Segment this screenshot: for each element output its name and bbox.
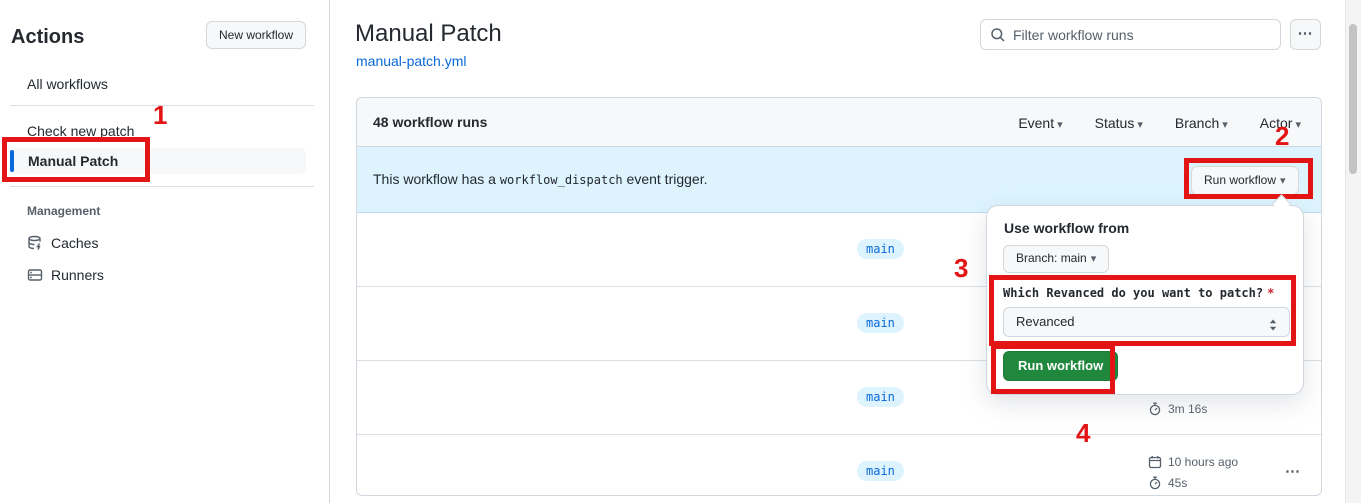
sidebar-item-all-workflows[interactable]: All workflows bbox=[27, 76, 108, 92]
annotation-number-3: 3 bbox=[954, 253, 969, 283]
popup-title: Use workflow from bbox=[1004, 220, 1130, 236]
workflow-file-link[interactable]: manual-patch.yml bbox=[356, 53, 467, 69]
server-icon bbox=[27, 267, 43, 283]
branch-badge[interactable]: main bbox=[857, 313, 904, 333]
workflow-runs-count: 48 workflow runs bbox=[373, 114, 488, 130]
row-kebab-menu[interactable]: ⋯ bbox=[1285, 462, 1301, 480]
calendar-icon bbox=[1148, 455, 1162, 469]
select-updown-icon bbox=[1266, 315, 1280, 343]
filter-workflow-runs-box bbox=[980, 19, 1281, 50]
workflow-dispatch-banner: This workflow has a workflow_dispatch ev… bbox=[357, 147, 1321, 213]
annotation-box-4 bbox=[991, 344, 1115, 394]
management-section-label: Management bbox=[27, 204, 101, 218]
annotation-number-2: 2 bbox=[1275, 121, 1290, 151]
annotation-box-1 bbox=[2, 137, 150, 182]
new-workflow-button[interactable]: New workflow bbox=[206, 21, 307, 49]
search-icon bbox=[990, 27, 1006, 46]
kebab-icon: ⋯ bbox=[1285, 463, 1301, 480]
sidebar-item-label: Runners bbox=[51, 267, 104, 283]
chevron-down-icon: ▾ bbox=[1295, 118, 1301, 131]
sidebar-item-check-new-patch[interactable]: Check new patch bbox=[27, 123, 135, 139]
actions-sidebar: Actions New workflow All workflows Check… bbox=[0, 0, 330, 503]
annotation-number-4: 4 bbox=[1076, 418, 1091, 448]
runs-panel-header: 48 workflow runs Event▾ Status▾ Branch▾ … bbox=[357, 98, 1321, 147]
selected-accent-bar bbox=[10, 150, 14, 172]
database-icon bbox=[27, 235, 43, 251]
chevron-down-icon: ▾ bbox=[1280, 175, 1286, 187]
filter-workflow-runs-input[interactable] bbox=[1011, 20, 1276, 49]
run-workflow-popup: Use workflow from Branch: main▾ Which Re… bbox=[986, 205, 1304, 395]
status-filter-dropdown[interactable]: Status▾ bbox=[1094, 114, 1143, 131]
branch-badge[interactable]: main bbox=[857, 387, 904, 407]
stopwatch-icon bbox=[1148, 476, 1162, 490]
run-duration: 3m 16s bbox=[1148, 402, 1207, 416]
branch-badge[interactable]: main bbox=[857, 461, 904, 481]
annotation-number-1: 1 bbox=[153, 100, 168, 130]
workflow-dispatch-code: workflow_dispatch bbox=[499, 173, 623, 187]
stopwatch-icon bbox=[1148, 402, 1162, 416]
workflow-input-label: Which Revanced do you want to patch?* bbox=[1003, 286, 1275, 300]
run-time: 10 hours ago bbox=[1148, 455, 1238, 469]
sidebar-item-caches[interactable]: Caches bbox=[27, 235, 98, 251]
workflow-run-row[interactable]: main 10 hours ago 45s ⋯ bbox=[357, 434, 1321, 495]
runs-filters: Event▾ Status▾ Branch▾ Actor▾ bbox=[1018, 98, 1301, 147]
more-options-button[interactable]: ⋯ bbox=[1290, 19, 1321, 50]
run-workflow-dropdown-button[interactable]: Run workflow▾ bbox=[1191, 166, 1299, 195]
workflow-run-row[interactable]: main bbox=[357, 286, 1321, 360]
page-scrollbar-thumb[interactable] bbox=[1349, 24, 1357, 174]
chevron-down-icon: ▾ bbox=[1057, 118, 1063, 131]
sidebar-divider bbox=[10, 186, 314, 187]
chevron-down-icon: ▾ bbox=[1222, 118, 1228, 131]
workflow-run-row[interactable]: main bbox=[357, 213, 1321, 286]
required-asterisk: * bbox=[1267, 286, 1275, 300]
sidebar-divider bbox=[10, 105, 314, 106]
chevron-down-icon: ▾ bbox=[1090, 253, 1097, 265]
banner-text: This workflow has a workflow_dispatch ev… bbox=[373, 171, 708, 187]
sidebar-item-label: Caches bbox=[51, 235, 99, 251]
actor-filter-dropdown[interactable]: Actor▾ bbox=[1259, 114, 1301, 131]
branch-filter-dropdown[interactable]: Branch▾ bbox=[1174, 114, 1228, 131]
run-workflow-submit-button[interactable]: Run workflow bbox=[1003, 351, 1119, 381]
event-filter-dropdown[interactable]: Event▾ bbox=[1018, 114, 1063, 131]
sidebar-item-manual-patch[interactable]: Manual Patch bbox=[10, 148, 306, 174]
annotation-box-2 bbox=[1184, 158, 1313, 199]
workflow-run-row[interactable]: main 3m 16s bbox=[357, 360, 1321, 434]
chevron-down-icon: ▾ bbox=[1137, 118, 1143, 131]
revanced-select[interactable]: Revanced bbox=[1003, 307, 1290, 337]
sidebar-item-runners[interactable]: Runners bbox=[27, 267, 104, 283]
kebab-icon: ⋯ bbox=[1297, 25, 1314, 42]
branch-selector-button[interactable]: Branch: main▾ bbox=[1003, 245, 1110, 273]
page-title: Manual Patch bbox=[355, 20, 502, 47]
annotation-box-3 bbox=[989, 275, 1296, 346]
branch-badge[interactable]: main bbox=[857, 239, 904, 259]
run-duration: 45s bbox=[1148, 476, 1187, 490]
sidebar-title: Actions bbox=[11, 26, 85, 48]
